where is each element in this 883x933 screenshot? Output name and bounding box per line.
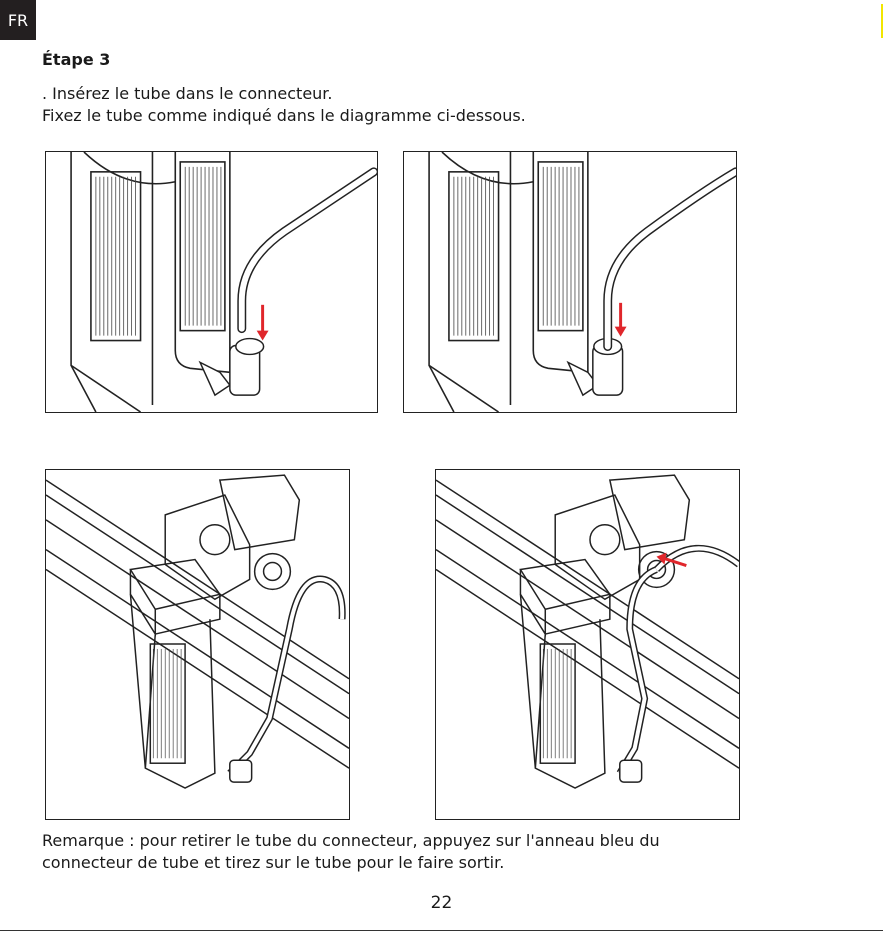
figure-tube-before-insert	[45, 151, 378, 413]
page-number: 22	[0, 893, 883, 913]
figure-tube-routed	[45, 469, 350, 820]
illustration-laser-module-removal	[436, 470, 739, 819]
figure-tube-removal	[435, 469, 740, 820]
language-tab-label: FR	[8, 11, 28, 30]
illustration-laser-module-full	[46, 470, 349, 819]
red-arrow-down-icon	[615, 303, 627, 337]
figure-tube-inserted	[403, 151, 737, 413]
instruction-line-1: . Insérez le tube dans le connecteur.	[42, 83, 526, 105]
removal-note: Remarque : pour retirer le tube du conne…	[42, 830, 660, 874]
step-title: Étape 3	[42, 50, 110, 69]
illustration-laser-module-tube-inserted	[404, 152, 736, 412]
bottom-divider	[0, 930, 883, 931]
red-arrow-down-icon	[257, 305, 269, 341]
illustration-laser-module-closeup	[46, 152, 377, 412]
language-tab: FR	[0, 0, 36, 40]
step-instructions: . Insérez le tube dans le connecteur. Fi…	[42, 83, 526, 127]
instruction-line-2: Fixez le tube comme indiqué dans le diag…	[42, 105, 526, 127]
note-line-1: Remarque : pour retirer le tube du conne…	[42, 830, 660, 852]
note-line-2: connecteur de tube et tirez sur le tube …	[42, 852, 660, 874]
